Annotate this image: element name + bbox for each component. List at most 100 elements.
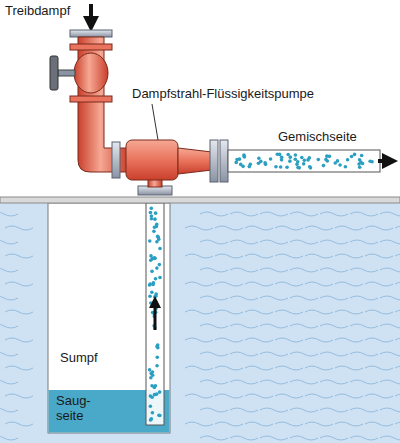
mixture-dot [308, 156, 312, 160]
wave-line [290, 324, 318, 328]
liquid-dot [150, 206, 154, 210]
suction-pipe [146, 203, 164, 425]
wave-line [380, 268, 400, 272]
wave-line [230, 296, 258, 300]
ground-plank [0, 197, 400, 203]
wave-line [260, 324, 288, 328]
wave-line [260, 408, 288, 412]
wave-line [185, 422, 213, 426]
wave-line [5, 310, 33, 314]
wave-line [320, 408, 348, 412]
wave-line [200, 268, 228, 272]
wave-line [305, 310, 333, 314]
liquid-dot [151, 370, 155, 374]
wave-line [200, 436, 228, 440]
wave-line [380, 212, 400, 216]
wave-line [365, 310, 393, 314]
pipe-flange [112, 142, 120, 178]
wave-line [185, 254, 213, 258]
wave-line [380, 296, 400, 300]
liquid-dot [155, 392, 159, 396]
mixture-dot [235, 158, 239, 162]
mixture-dot [358, 165, 362, 169]
valve-stem [58, 70, 75, 76]
mixture-dot [302, 162, 306, 166]
mixture-dot [285, 165, 289, 169]
liquid-dot [154, 211, 158, 215]
wave-line [5, 394, 33, 398]
mixture-dot [239, 163, 243, 167]
mixture-dot [324, 158, 328, 162]
wave-line [335, 226, 363, 230]
wave-line [200, 296, 228, 300]
wave-line [215, 422, 243, 426]
wave-line [260, 436, 288, 440]
liquid-dot [156, 343, 160, 347]
pump-diffuser [178, 148, 212, 174]
mixture-dot [316, 158, 320, 162]
liquid-dot [158, 414, 162, 418]
wave-line [260, 352, 288, 356]
label-box: Gemischseite [278, 129, 357, 144]
wave-line [200, 240, 228, 244]
part-label: Gemischseite [278, 129, 357, 144]
liquid-dot [158, 263, 162, 267]
liquid-dot [148, 368, 152, 372]
pipe-flange [220, 140, 228, 182]
wave-line [320, 352, 348, 356]
wave-line [365, 366, 393, 370]
mixture-dot [280, 155, 284, 159]
wave-line [365, 226, 393, 230]
label-box: Saug- seite [56, 393, 100, 423]
mixture-pipe [228, 150, 380, 172]
pump-body [126, 140, 178, 180]
part-label: Sumpf [60, 350, 98, 365]
wave-line [230, 436, 258, 440]
wave-line [260, 212, 288, 216]
wave-line [0, 436, 18, 440]
wave-line [185, 394, 213, 398]
wave-line [350, 296, 378, 300]
wave-line [200, 408, 228, 412]
wave-line [380, 380, 400, 384]
water-ground [0, 200, 400, 443]
mixture-dot [303, 158, 307, 162]
liquid-dot [152, 230, 156, 234]
wave-line [230, 240, 258, 244]
wave-line [395, 366, 400, 370]
liquid-dot [158, 390, 162, 394]
liquid-dot [158, 247, 162, 251]
wave-line [290, 268, 318, 272]
wave-line [0, 408, 18, 412]
wave-line [395, 254, 400, 258]
liquid-dot [149, 301, 153, 305]
wave-line [275, 310, 303, 314]
wave-line [0, 352, 18, 356]
steam-flange [70, 30, 112, 37]
wave-line [290, 212, 318, 216]
steam-valve [74, 53, 108, 93]
liquid-dot [148, 294, 152, 298]
wave-line [260, 268, 288, 272]
wave-line [380, 408, 400, 412]
wave-line [215, 226, 243, 230]
liquid-dot [150, 270, 154, 274]
mixture-dot [359, 160, 363, 164]
flow-arrow [154, 302, 157, 330]
wave-line [380, 240, 400, 244]
wave-line [0, 240, 18, 244]
sump-shaft [48, 203, 170, 433]
mixture-dot [269, 157, 273, 161]
mixture-dot [279, 165, 283, 169]
wave-line [380, 352, 400, 356]
wave-line [230, 324, 258, 328]
wave-line [365, 254, 393, 258]
liquid-dot [148, 282, 152, 286]
liquid-dot [155, 266, 159, 270]
wave-line [275, 282, 303, 286]
wave-line [305, 254, 333, 258]
wave-line [230, 212, 258, 216]
wave-line [230, 408, 258, 412]
